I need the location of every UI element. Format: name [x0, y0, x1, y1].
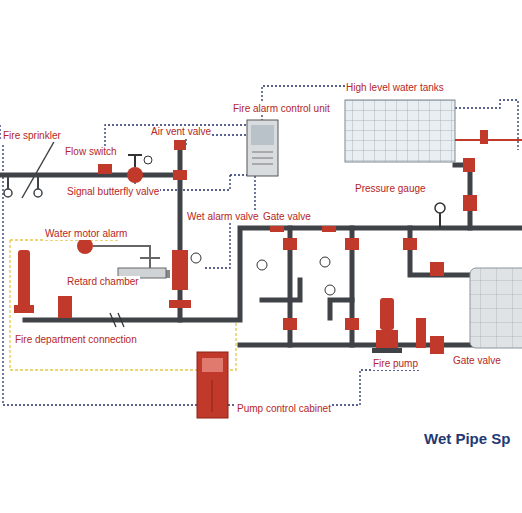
pressure-gauge: [435, 195, 477, 228]
retard-pipe: [140, 258, 160, 268]
pump-control-cabinet: [197, 352, 228, 418]
part-label: Wet alarm valve: [186, 211, 260, 223]
signal-wire: [0, 86, 518, 405]
high-level-tank: [345, 100, 522, 172]
part-label: Fire pump: [372, 358, 419, 370]
part-label: Fire sprinkler: [2, 130, 62, 142]
gate-valve: [270, 226, 444, 354]
part-label: Water motor alarm: [44, 228, 128, 240]
storage-tank: [470, 268, 522, 348]
part-label: High level water tanks: [345, 82, 445, 94]
part-label: Air vent valve: [150, 126, 212, 138]
pipe: [0, 148, 522, 345]
butterfly-valve: [127, 155, 152, 183]
air-vent-valve: [174, 140, 186, 150]
fire-department-connection: [14, 250, 124, 327]
alarm-control-unit: [247, 120, 278, 176]
part-label: Pump control cabinet: [236, 403, 332, 415]
fire-sprinkler: [4, 140, 55, 198]
part-label: Gate valve: [452, 355, 502, 367]
part-label: Signal butterfly valve: [66, 186, 160, 198]
fdc-boundary: [10, 240, 236, 370]
part-label: Retard chamber: [66, 276, 140, 288]
part-label: Gate valve: [262, 211, 312, 223]
diagram-title: Wet Pipe Sp: [424, 430, 510, 448]
branch-gauge: [257, 257, 335, 295]
pipe-fitting: [173, 170, 187, 180]
fire-pump: [372, 298, 426, 353]
part-label: Pressure gauge: [354, 183, 427, 195]
part-label: Fire alarm control unit: [232, 103, 331, 115]
flow-switch: [98, 164, 112, 174]
water-motor-alarm: [77, 238, 150, 258]
part-label: Fire department connection: [14, 334, 138, 346]
part-label: Flow switch: [64, 146, 118, 158]
wet-alarm-valve: [160, 250, 201, 308]
